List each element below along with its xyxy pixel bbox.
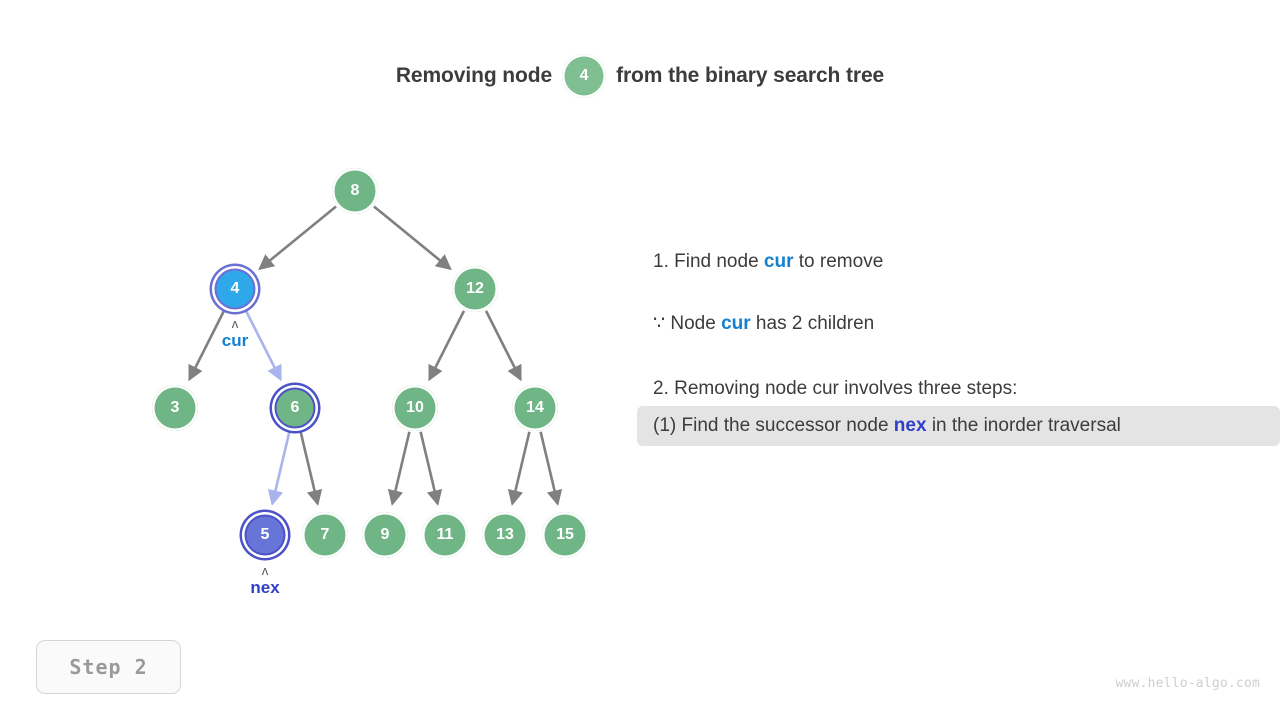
tree-edge-6-to-7 <box>299 431 323 506</box>
tree-node-6[interactable]: 6 <box>272 385 318 431</box>
text-fragment: in the inorder traversal <box>926 415 1121 436</box>
line-find-cur: 1. Find node cur to remove <box>637 245 1280 279</box>
tree-node-10[interactable]: 10 <box>392 385 438 431</box>
pointer-caret-icon: ʌ <box>231 316 239 331</box>
page-title-suffix: from the binary search tree <box>616 64 885 87</box>
tree-edges-layer <box>188 205 563 506</box>
line-step-1: (1) Find the successor node nex in the i… <box>637 406 1280 446</box>
tree-edge-12-to-10 <box>428 310 466 382</box>
tree-node-12[interactable]: 12 <box>452 266 498 312</box>
tree-node-label: 4 <box>230 280 240 297</box>
tree-node-label: 3 <box>170 399 180 416</box>
tree-node-label: 14 <box>526 399 544 416</box>
text-fragment: (1) Find the successor node <box>653 415 894 436</box>
keyword-nex: nex <box>893 415 927 436</box>
tree-node-label: 10 <box>406 399 424 416</box>
step-badge-label: Step 2 <box>69 655 148 679</box>
step-badge: Step 2 <box>36 640 181 694</box>
text-fragment: 1. Find node <box>653 251 764 272</box>
tree-node-3[interactable]: 3 <box>152 385 198 431</box>
tree-node-5[interactable]: 5 <box>242 512 288 558</box>
tree-node-13[interactable]: 13 <box>482 512 528 558</box>
tree-edge-6-to-5 <box>267 431 291 506</box>
pointer-label-text: nex <box>250 578 280 597</box>
tree-edge-4-to-6 <box>244 310 282 382</box>
watermark: www.hello-algo.com <box>1116 676 1260 691</box>
tree-node-4[interactable]: 4 <box>212 266 258 312</box>
line-three-steps: 2. Removing node cur involves three step… <box>637 372 1280 406</box>
tree-edge-14-to-15 <box>539 431 563 506</box>
tree-node-label: 7 <box>320 526 330 543</box>
tree-node-label: 6 <box>290 399 300 416</box>
explanation-panel: 1. Find node cur to remove ∵ Node cur has… <box>637 245 1280 446</box>
tree-node-label: 9 <box>380 526 390 543</box>
tree-edge-8-to-12 <box>373 205 452 271</box>
tree-edge-10-to-9 <box>387 431 411 506</box>
page-title: Removing node 4 from the binary search t… <box>0 54 1280 98</box>
tree-node-label: 11 <box>436 526 454 543</box>
text-fragment: to remove <box>793 251 884 272</box>
tree-node-label: 5 <box>260 526 270 543</box>
watermark-text: www.hello-algo.com <box>1115 676 1260 691</box>
tree-node-label: 13 <box>496 526 514 543</box>
tree-node-7[interactable]: 7 <box>302 512 348 558</box>
tree-node-9[interactable]: 9 <box>362 512 408 558</box>
title-node-badge-label: 4 <box>579 67 589 84</box>
title-node-badge: 4 <box>562 54 607 98</box>
tree-edge-12-to-14 <box>484 310 522 382</box>
tree-node-label: 12 <box>466 280 484 297</box>
tree-edge-10-to-11 <box>419 431 443 506</box>
tree-node-11[interactable]: 11 <box>422 512 468 558</box>
tree-edge-4-to-3 <box>188 310 226 382</box>
line-two-children: ∵ Node cur has 2 children <box>637 307 1280 341</box>
tree-node-14[interactable]: 14 <box>512 385 558 431</box>
text-fragment: has 2 children <box>750 313 875 334</box>
text-fragment: 2. Removing node cur involves three step… <box>653 378 1018 399</box>
keyword-cur: cur <box>721 313 751 334</box>
text-fragment: ∵ Node <box>653 313 722 334</box>
tree-node-8[interactable]: 8 <box>332 168 378 214</box>
page-title-prefix: Removing node <box>395 64 553 87</box>
tree-edge-8-to-4 <box>258 205 337 271</box>
tree-node-label: 15 <box>556 526 574 543</box>
tree-node-label: 8 <box>350 182 360 199</box>
tree-node-15[interactable]: 15 <box>542 512 588 558</box>
tree-edge-14-to-13 <box>507 431 531 506</box>
pointer-label-text: cur <box>221 331 249 350</box>
keyword-cur: cur <box>763 251 794 272</box>
pointer-caret-icon: ʌ <box>261 563 269 578</box>
